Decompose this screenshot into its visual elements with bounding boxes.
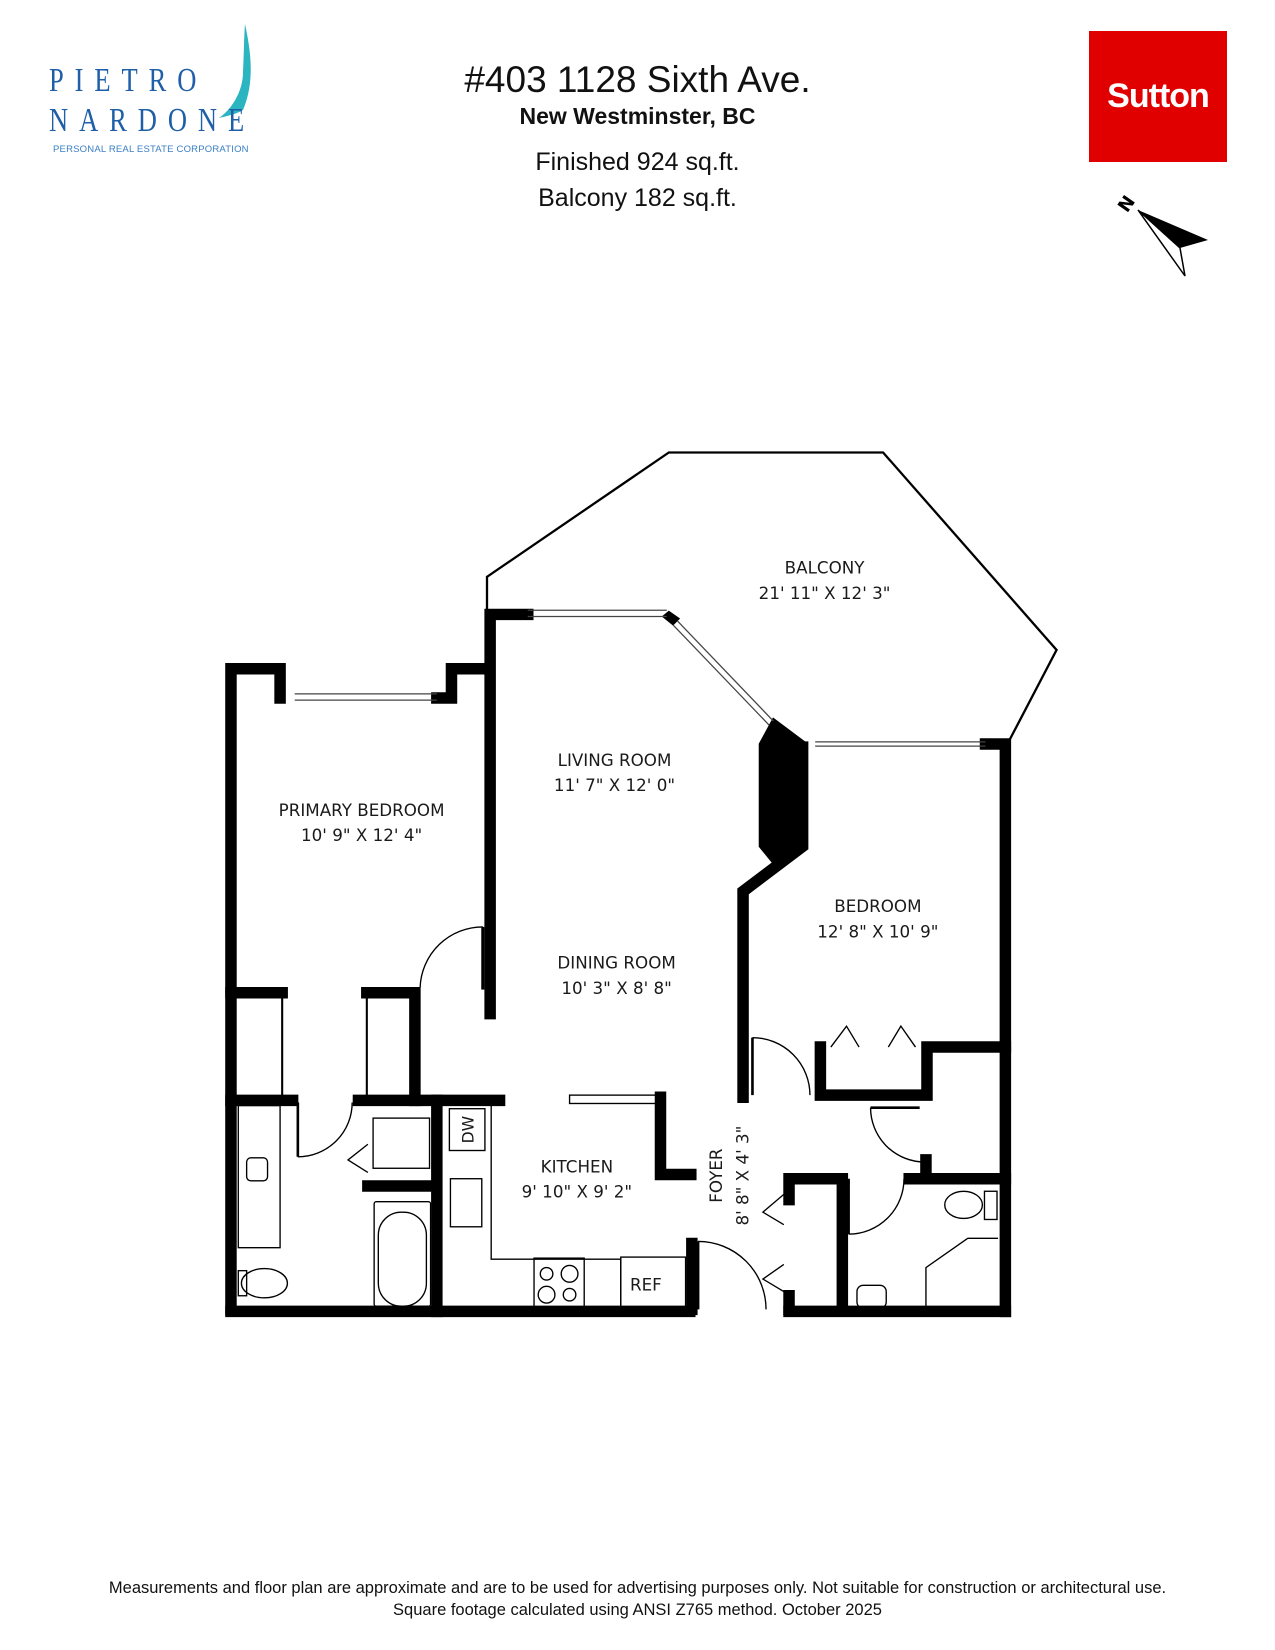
area-summary: Finished 924 sq.ft. Balcony 182 sq.ft. [0, 144, 1275, 217]
fireplace-column [758, 717, 808, 871]
method-text: Square footage calculated using ANSI Z76… [393, 1601, 882, 1620]
balcony-dimensions: 21' 11" X 12' 3" [759, 583, 891, 603]
agent-logo-tagline: PERSONAL REAL ESTATE CORPORATION [53, 144, 249, 155]
dining-room-label: DINING ROOM [557, 953, 675, 973]
kitchen-label: KITCHEN [541, 1156, 613, 1176]
living-room-dimensions: 11' 7" X 12' 0" [554, 775, 675, 795]
dishwasher-label: DW [458, 1116, 477, 1144]
bedroom-dimensions: 12' 8" X 10' 9" [817, 921, 938, 941]
listing-address: #403 1128 Sixth Ave. [464, 59, 811, 100]
sail-icon [219, 24, 251, 118]
footer-disclaimer: Measurements and floor plan are approxim… [0, 1577, 1275, 1622]
living-room-label: LIVING ROOM [558, 750, 672, 770]
finished-area: Finished 924 sq.ft. [535, 147, 740, 176]
north-arrow-icon: N [1114, 192, 1208, 277]
refrigerator-label: REF [630, 1275, 662, 1295]
listing-header: #403 1128 Sixth Ave. New Westminster, BC… [0, 59, 1275, 217]
dining-room-dimensions: 10' 3" X 8' 8" [561, 978, 671, 998]
kitchen-dimensions: 9' 10" X 9' 2" [522, 1182, 632, 1202]
agent-logo-line1: PIETRO [49, 62, 208, 99]
balcony-outline [485, 451, 1058, 743]
primary-bedroom-label: PRIMARY BEDROOM [279, 800, 445, 820]
listing-city: New Westminster, BC [519, 102, 756, 129]
agent-logo-line2: NARDONE [49, 102, 256, 139]
disclaimer-text: Measurements and floor plan are approxim… [108, 1579, 1167, 1597]
balcony-label: BALCONY [785, 558, 866, 578]
brokerage-logo-text: Sutton [1107, 77, 1210, 115]
foyer-dimensions: 8' 8" X 4' 3" [732, 1126, 752, 1226]
foyer-label: FOYER [706, 1148, 726, 1203]
agent-logo: PIETRO NARDONE PERSONAL REAL ESTATE CORP… [45, 22, 260, 162]
balcony-area: Balcony 182 sq.ft. [538, 183, 737, 212]
bedroom-label: BEDROOM [834, 896, 921, 916]
primary-bedroom-dimensions: 10' 9" X 12' 4" [301, 825, 422, 845]
brokerage-logo: Sutton [1089, 31, 1227, 162]
